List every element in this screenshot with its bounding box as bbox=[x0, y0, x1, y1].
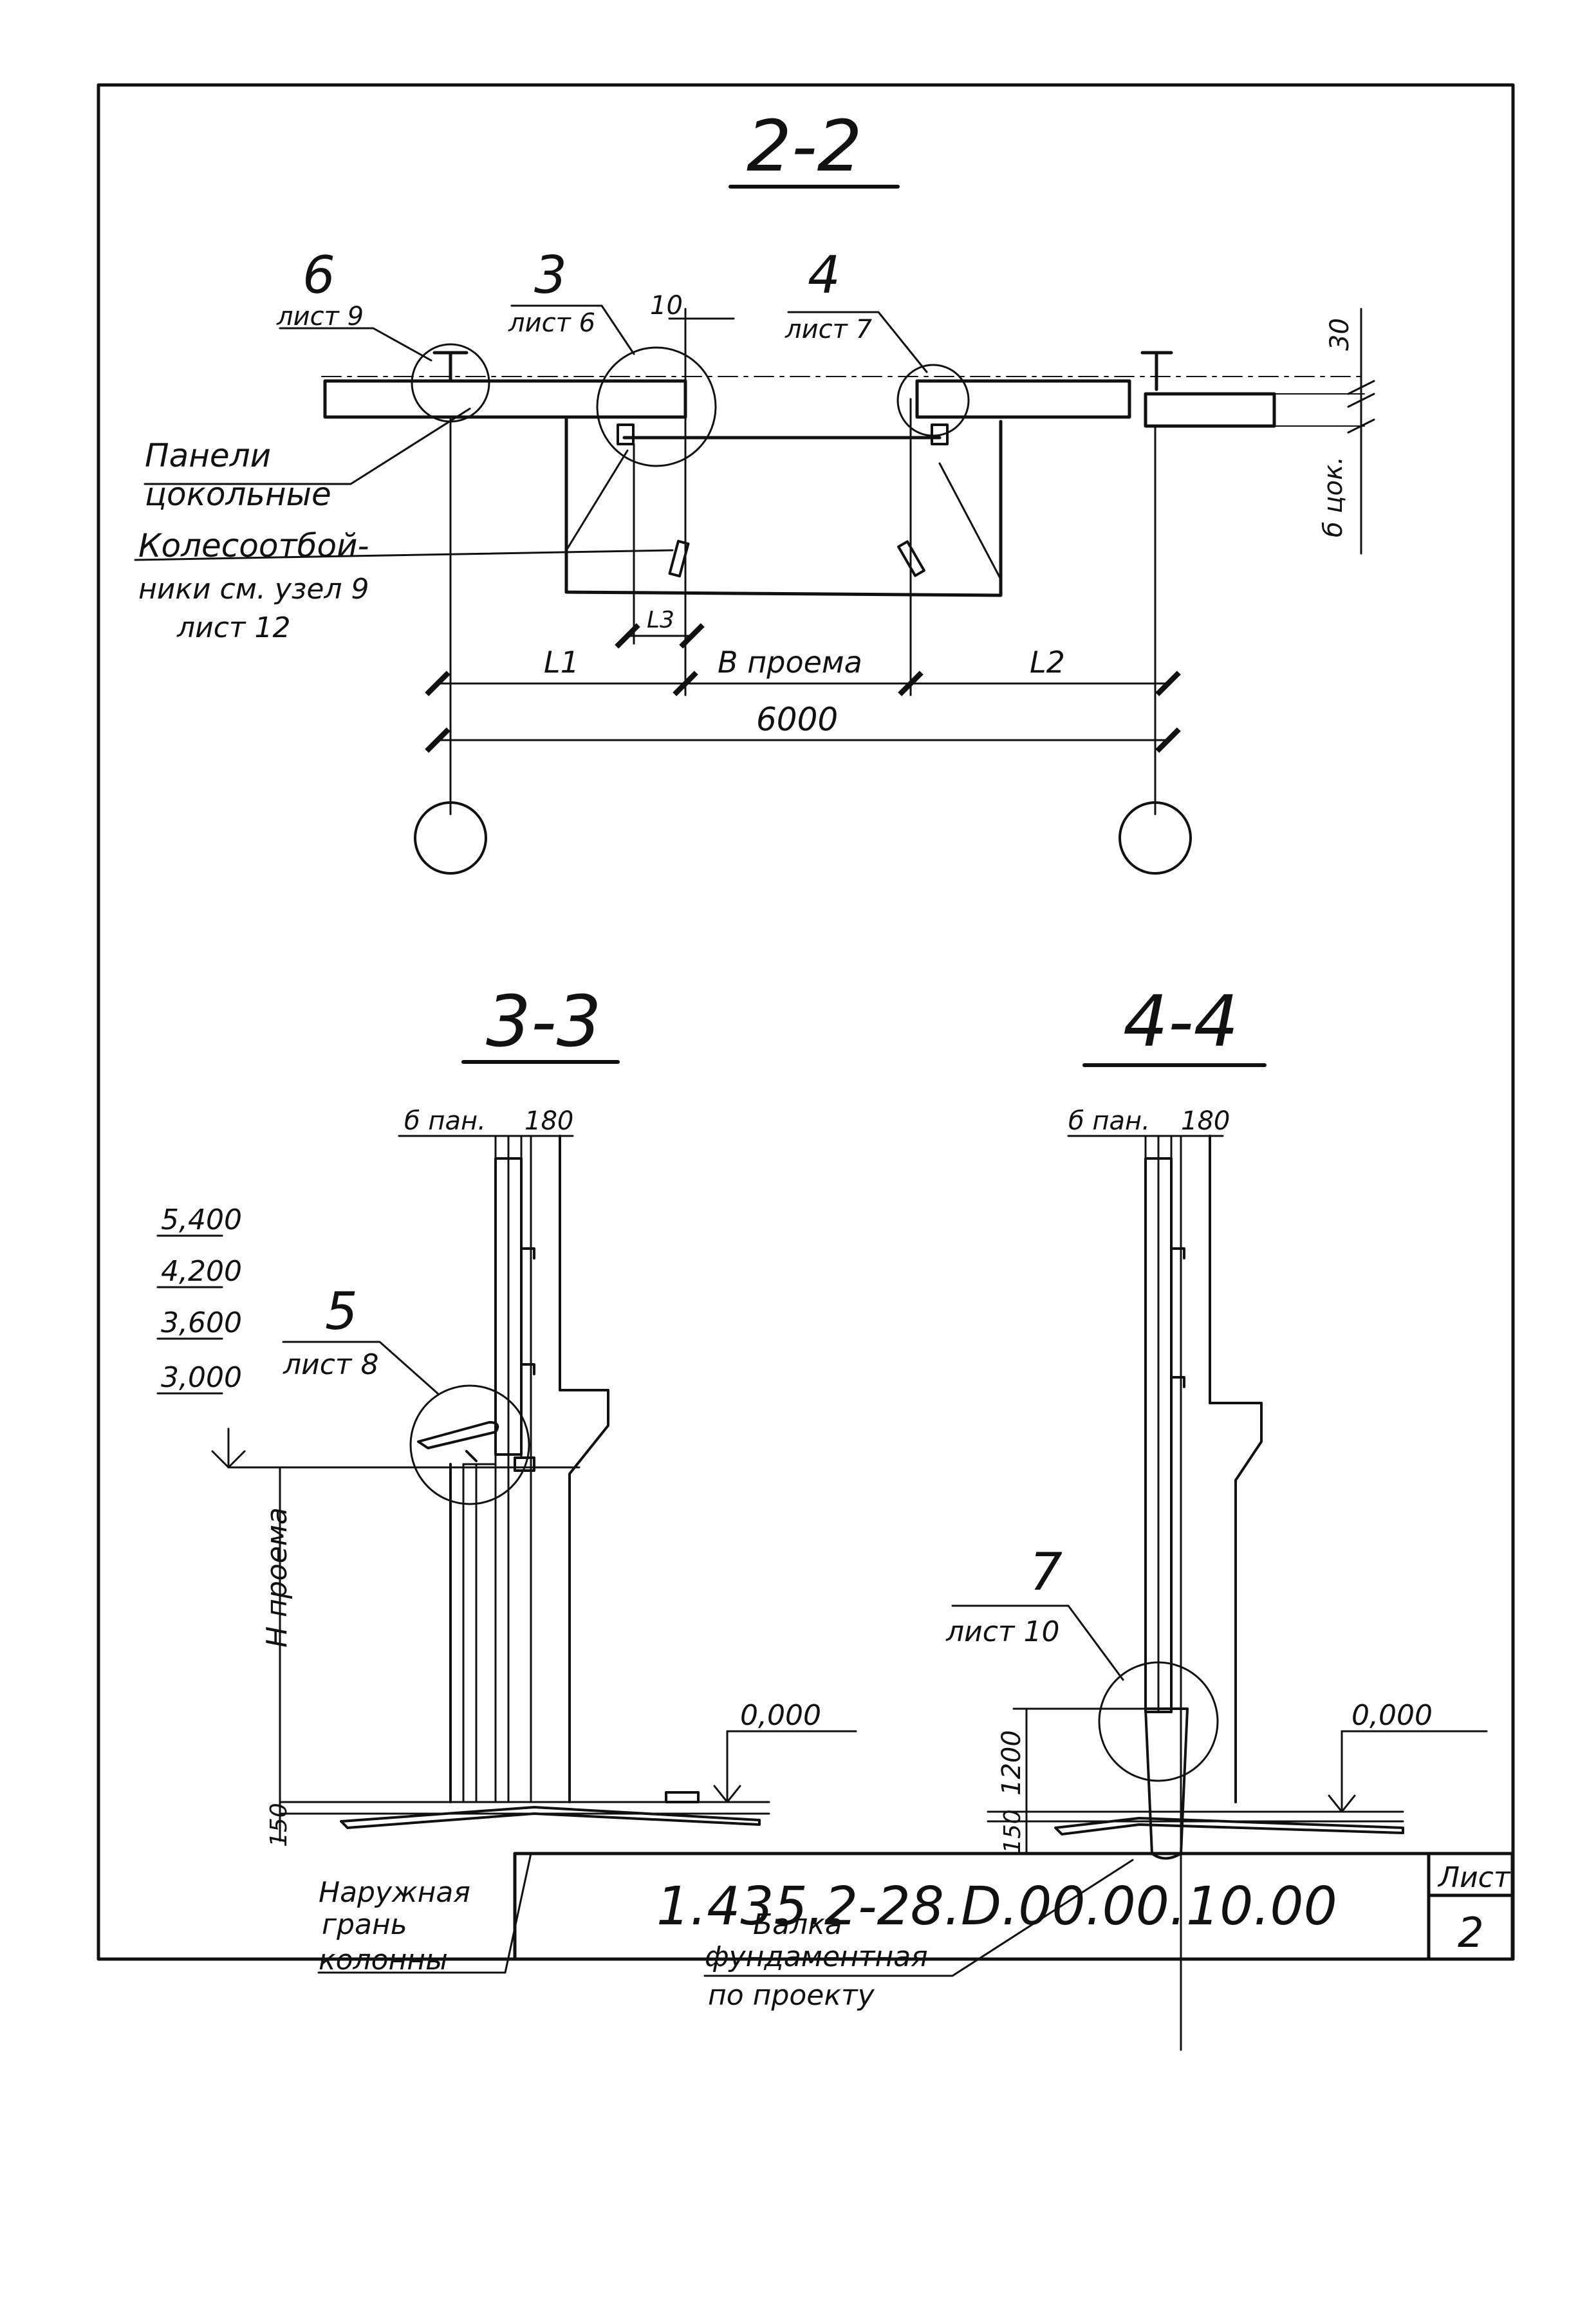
elev-zero-44: 0,000 bbox=[1351, 1699, 1433, 1732]
dim-H-opening: H проема bbox=[261, 1507, 293, 1648]
dim-b-pan-33: б пан. bbox=[404, 1106, 486, 1136]
dim-150-44: 150 bbox=[999, 1809, 1026, 1854]
section-title-2-2: 2-2 bbox=[747, 105, 862, 187]
dim-L2: L2 bbox=[1030, 645, 1065, 680]
callout-4-number: 4 bbox=[808, 245, 840, 305]
callout-7-number: 7 bbox=[1030, 1542, 1063, 1602]
title-block-sheet-number: 2 bbox=[1458, 1910, 1484, 1957]
callout-6-sheet: лист 9 bbox=[276, 302, 364, 331]
dim-30: 30 bbox=[1325, 318, 1355, 351]
label-beam-1: Балка bbox=[753, 1908, 842, 1941]
callout-5-number: 5 bbox=[325, 1281, 358, 1341]
section-title-3-3: 3-3 bbox=[486, 980, 602, 1063]
label-beam-3: по проекту bbox=[708, 1979, 875, 2012]
elev-5400: 5,400 bbox=[161, 1204, 242, 1236]
elev-3000: 3,000 bbox=[161, 1361, 242, 1394]
label-panels-2: цокольные bbox=[145, 476, 331, 513]
section-3-3: 3-3 б пан. 180 bbox=[156, 980, 857, 1976]
dim-b-cok: б цок. bbox=[1319, 456, 1348, 537]
sheet-frame bbox=[97, 83, 1515, 1961]
callout-3-number: 3 bbox=[534, 245, 567, 305]
dim-1200: 1200 bbox=[997, 1730, 1026, 1796]
callout-5-sheet: лист 8 bbox=[283, 1348, 379, 1381]
label-outer-3: колонны bbox=[319, 1944, 448, 1976]
dim-6000: 6000 bbox=[756, 701, 838, 738]
dim-150-33: 150 bbox=[266, 1803, 292, 1847]
label-panels-1: Панели bbox=[145, 437, 271, 474]
elev-3600: 3,600 bbox=[161, 1306, 242, 1339]
label-wheel-3: лист 12 bbox=[176, 611, 291, 644]
dim-180-44: 180 bbox=[1181, 1106, 1230, 1136]
label-wheel-1: Колесоотбой- bbox=[138, 527, 369, 564]
label-outer-1: Наружная bbox=[319, 1876, 470, 1909]
title-block: 1.435.2-28.D.00.00.10.00 Лист 2 bbox=[513, 1852, 1514, 1961]
section-4-4: 4-4 б пан. 180 0,000 1200 150 7 лист 10 bbox=[703, 980, 1488, 2051]
label-outer-2: грань bbox=[322, 1908, 407, 1941]
elev-4200: 4,200 bbox=[161, 1255, 242, 1288]
dim-L1: L1 bbox=[544, 645, 579, 680]
title-block-code: 1.435.2-28.D.00.00.10.00 bbox=[656, 1876, 1337, 1937]
dim-b-pan-44: б пан. bbox=[1068, 1106, 1150, 1136]
callout-7-sheet: лист 10 bbox=[945, 1615, 1060, 1648]
label-beam-2: фундаментная bbox=[705, 1940, 928, 1973]
dim-B-opening: B проема bbox=[718, 645, 862, 680]
callout-3-sheet: лист 6 bbox=[508, 308, 595, 338]
dim-180-33: 180 bbox=[525, 1106, 573, 1136]
section-2-2: 2-2 bbox=[134, 105, 1375, 875]
callout-6-number: 6 bbox=[302, 245, 335, 305]
title-block-sheet-label: Лист bbox=[1437, 1861, 1511, 1894]
label-wheel-2: ники см. узел 9 bbox=[138, 573, 369, 606]
dim-L3: L3 bbox=[647, 607, 674, 633]
callout-4-sheet: лист 7 bbox=[784, 315, 873, 344]
section-title-4-4: 4-4 bbox=[1123, 980, 1239, 1063]
dim-10: 10 bbox=[650, 291, 683, 321]
elev-zero-33: 0,000 bbox=[740, 1699, 821, 1732]
